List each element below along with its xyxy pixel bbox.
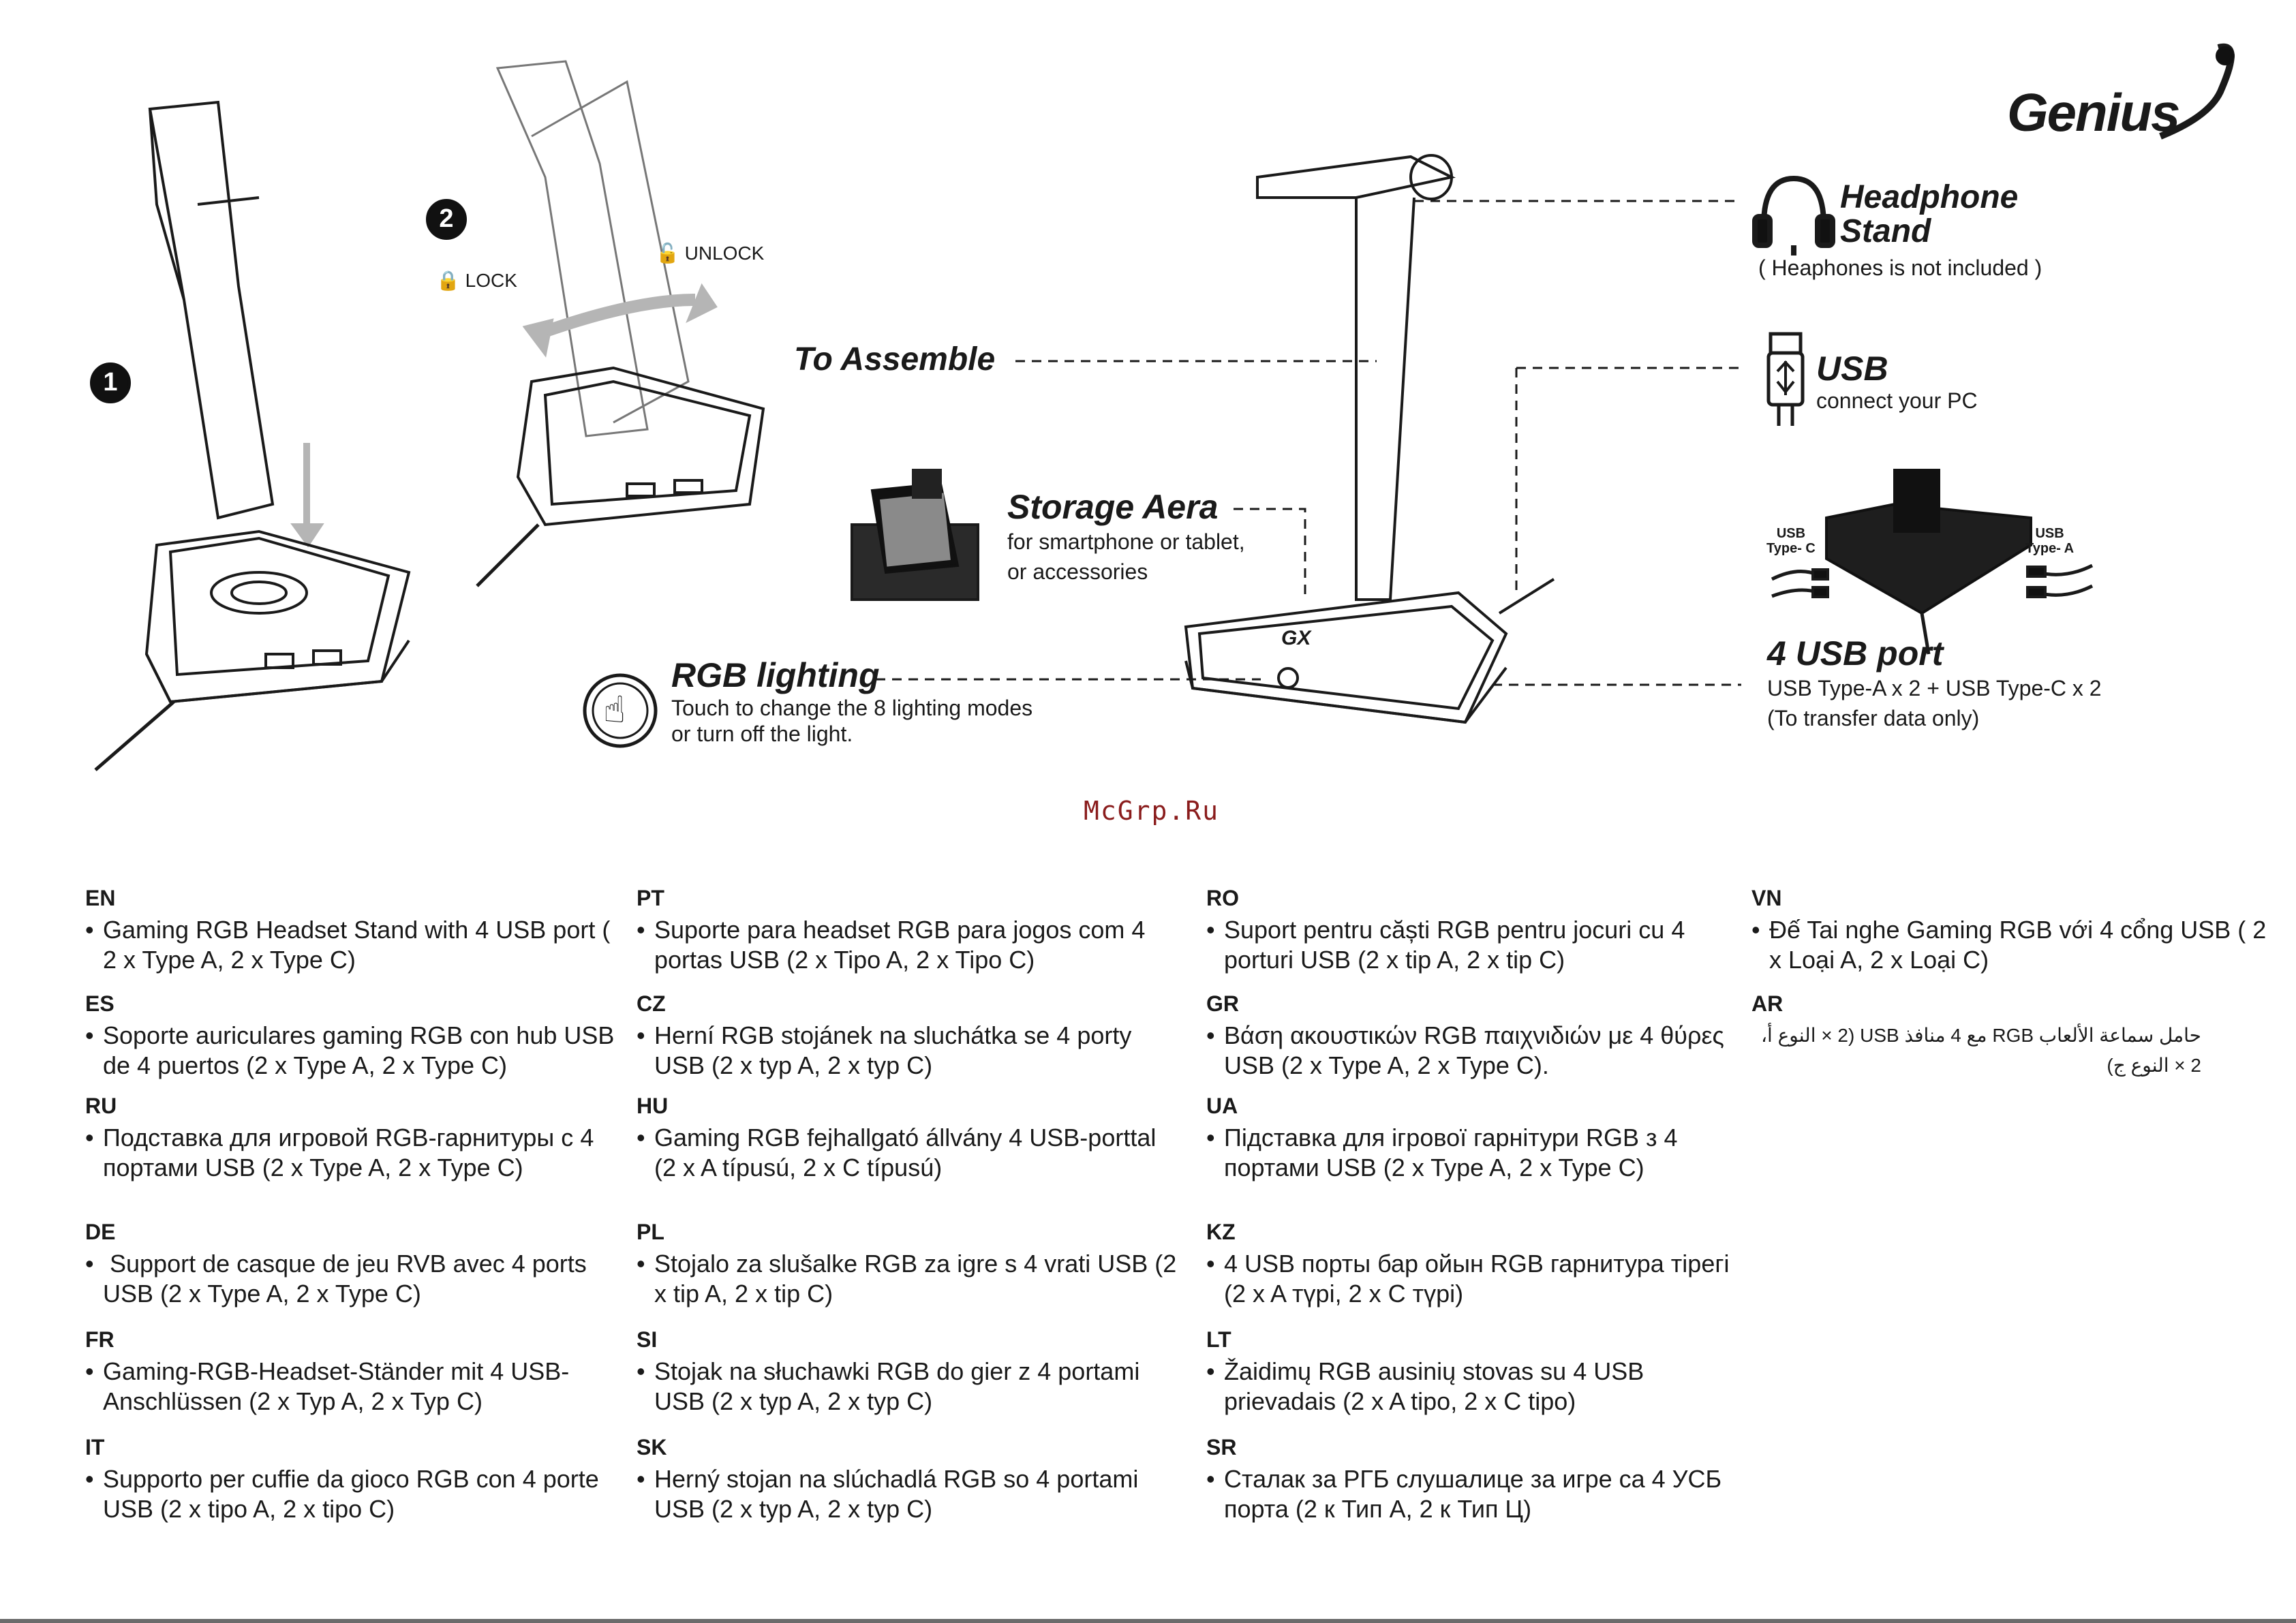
lock-label: 🔒 LOCK bbox=[436, 270, 517, 291]
touch-hand-icon: ☝ bbox=[603, 690, 626, 730]
touch-circle-outline bbox=[583, 673, 658, 748]
ports-line2: (To transfer data only) bbox=[1767, 706, 1980, 730]
lang-hu: HUGaming RGB fejhallgató állvány 4 USB-p… bbox=[637, 1094, 1182, 1183]
lang-cz: CZHerní RGB stojánek na sluchátka se 4 p… bbox=[637, 991, 1182, 1081]
footer-rule bbox=[0, 1619, 2296, 1623]
headphone-title-line2: Stand bbox=[1840, 213, 1931, 249]
rgb-title: RGB lighting bbox=[671, 656, 880, 694]
ports-callout: 4 USB port USB Type-A x 2 + USB Type-C x… bbox=[1767, 634, 2102, 733]
lang-gr: GRΒάση ακουστικών RGB παιχνιδιών με 4 θύ… bbox=[1206, 991, 1751, 1081]
headphone-note: ( Heaphones is not included ) bbox=[1758, 256, 2042, 280]
rgb-line1: Touch to change the 8 lighting modes bbox=[671, 696, 1033, 720]
lang-ro: ROSuport pentru căști RGB pentru jocuri … bbox=[1206, 886, 1751, 975]
rgb-line2: or turn off the light. bbox=[671, 722, 853, 746]
lang-en: ENGaming RGB Headset Stand with 4 USB po… bbox=[85, 886, 630, 975]
lang-es: ESSoporte auriculares gaming RGB con hub… bbox=[85, 991, 630, 1081]
lock-icon: 🔒 bbox=[436, 270, 460, 291]
step1-number: 1 bbox=[103, 368, 118, 397]
usb-subtitle: connect your PC bbox=[1816, 388, 1978, 413]
lang-pt: PTSuporte para headset RGB para jogos co… bbox=[637, 886, 1182, 975]
unlock-icon: 🔓 bbox=[656, 243, 679, 264]
lang-ru: RUПодставка для игровой RGB-гарнитуры с … bbox=[85, 1094, 630, 1183]
lang-fr: FRGaming-RGB-Headset-Ständer mit 4 USB-A… bbox=[85, 1327, 630, 1417]
lang-sr: SRСталак за РГБ слушалице за игре са 4 У… bbox=[1206, 1435, 1751, 1524]
ports-title: 4 USB port bbox=[1767, 634, 1944, 673]
storage-thumbnail bbox=[851, 469, 979, 601]
storage-line1: for smartphone or tablet, bbox=[1007, 529, 1245, 554]
headphone-title-line1: Headphone bbox=[1840, 179, 2019, 215]
storage-title: Storage Aera bbox=[1007, 488, 1219, 526]
usb-type-a-label: USB Type- A bbox=[2025, 526, 2075, 556]
watermark: McGrp.Ru bbox=[1084, 796, 1220, 826]
headset-stand-main bbox=[1184, 154, 1555, 724]
genius-logo: Genius bbox=[2007, 82, 2180, 142]
unlock-label: 🔓 UNLOCK bbox=[656, 243, 765, 264]
lang-lt: LTŽaidimų RGB ausinių stovas su 4 USB pr… bbox=[1206, 1327, 1751, 1417]
step2-number: 2 bbox=[439, 204, 454, 233]
leader-lines bbox=[876, 200, 1741, 686]
ports-thumbnail bbox=[1771, 469, 2094, 655]
product-illustrations bbox=[90, 43, 2235, 771]
ports-line1: USB Type-A x 2 + USB Type-C x 2 bbox=[1767, 676, 2102, 700]
genius-logo-swoosh bbox=[2159, 43, 2235, 140]
lang-kz: KZ4 USB порты бар ойын RGB гарнитура тір… bbox=[1206, 1220, 1751, 1309]
lang-si: SIStojak na słuchawki RGB do gier z 4 po… bbox=[637, 1327, 1182, 1417]
headphone-icon bbox=[1752, 175, 1835, 256]
lang-it: ITSupporto per cuffie da gioco RGB con 4… bbox=[85, 1435, 630, 1524]
usb-title: USB bbox=[1816, 350, 1888, 388]
lang-vn: VNĐế Tai nghe Gaming RGB với 4 cổng USB … bbox=[1751, 886, 2269, 975]
usb-callout: USB connect your PC bbox=[1816, 349, 1978, 414]
stand-logo: GX bbox=[1281, 627, 1311, 649]
lang-sk: SKHerný stojan na slúchadlá RGB so 4 por… bbox=[637, 1435, 1182, 1524]
rgb-callout: RGB lighting Touch to change the 8 light… bbox=[671, 655, 1032, 747]
assemble-title: To Assemble bbox=[794, 341, 996, 377]
lang-ua: UAПідставка для ігрової гарнітури RGB з … bbox=[1206, 1094, 1751, 1183]
lang-pl: PLStojalo za slušalke RGB za igre s 4 vr… bbox=[637, 1220, 1182, 1309]
step1-illustration bbox=[94, 100, 411, 771]
step2-illustration bbox=[476, 60, 765, 587]
usb-type-c-label: USB Type- C bbox=[1766, 526, 1816, 556]
storage-line2: or accessories bbox=[1007, 559, 1148, 584]
storage-callout: Storage Aera for smartphone or tablet, o… bbox=[1007, 487, 1245, 587]
usb-plug-icon bbox=[1766, 332, 1805, 426]
step-badges bbox=[90, 199, 467, 403]
lang-de: DE Support de casque de jeu RVB avec 4 p… bbox=[85, 1220, 630, 1309]
